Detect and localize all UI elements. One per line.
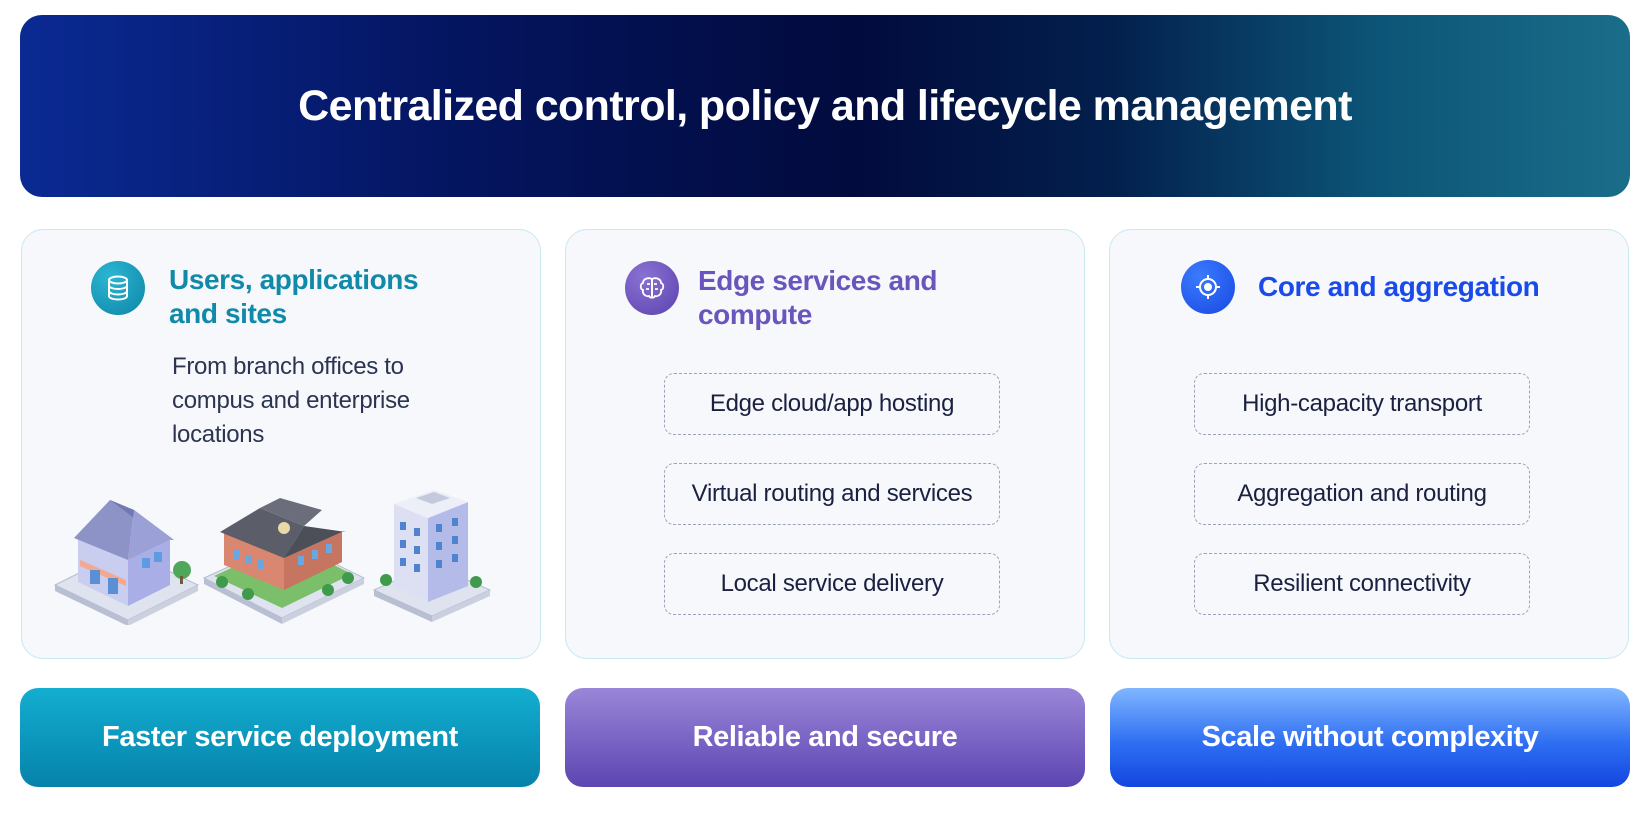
card-title: Edge services and compute: [698, 265, 938, 330]
banner-title: Centralized control, policy and lifecycl…: [298, 81, 1352, 130]
benefit-bar-scale: Scale without complexity: [1110, 688, 1630, 787]
service-item: Edge cloud/app hosting: [664, 373, 1000, 435]
card-core-aggregation: Core and aggregation High-capacity trans…: [1109, 229, 1629, 659]
service-item: Virtual routing and services: [664, 463, 1000, 525]
buildings-illustration: [53, 490, 492, 625]
service-item: High-capacity transport: [1194, 373, 1530, 435]
card-title: Users, applications and sites: [169, 264, 419, 329]
benefit-label: Faster service deployment: [102, 721, 458, 753]
benefit-bar-faster-deployment: Faster service deployment: [20, 688, 540, 787]
header-banner: Centralized control, policy and lifecycl…: [20, 15, 1630, 197]
brain-chip-icon: [625, 261, 679, 315]
benefit-label: Scale without complexity: [1201, 721, 1539, 753]
card-users-applications-sites: Users, applications and sites From branc…: [21, 229, 541, 659]
benefit-label: Reliable and secure: [692, 721, 958, 753]
card-title: Core and aggregation: [1258, 271, 1540, 302]
service-item: Local service delivery: [664, 553, 1000, 615]
benefit-bar-reliable-secure: Reliable and secure: [565, 688, 1085, 787]
card-edge-services-compute: Edge services and compute Edge cloud/app…: [565, 229, 1085, 659]
card-description: From branch offices to compus and enterp…: [172, 353, 410, 448]
service-item: Aggregation and routing: [1194, 463, 1530, 525]
service-item: Resilient connectivity: [1194, 553, 1530, 615]
target-icon: [1181, 260, 1235, 314]
database-icon: [91, 261, 145, 315]
